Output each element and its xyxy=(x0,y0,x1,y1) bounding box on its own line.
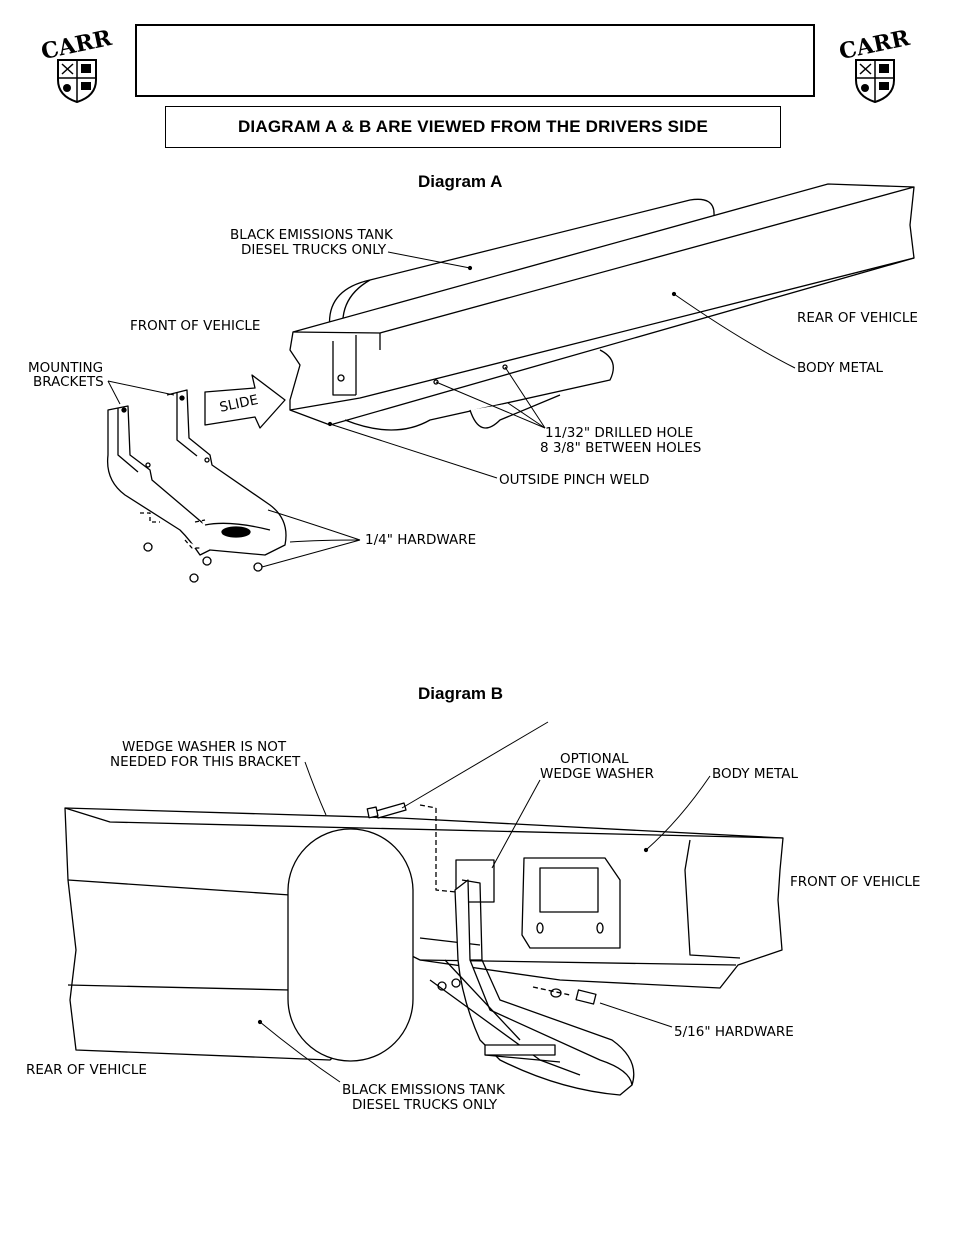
hardware-nuts xyxy=(140,512,263,583)
label-diesel-only: DIESEL TRUCKS ONLY xyxy=(352,1097,498,1113)
label-emissions-tank: BLACK EMISSIONS TANK xyxy=(230,227,394,243)
label-hardware-quarter: 1/4" HARDWARE xyxy=(365,532,476,548)
mounting-plate xyxy=(521,857,621,949)
emissions-tank xyxy=(287,828,414,1062)
mounting-brackets xyxy=(106,389,287,556)
label-for-this-bracket: NEEDED FOR THIS BRACKET xyxy=(110,754,301,770)
mounting-bracket xyxy=(429,879,635,1096)
carr-crest-icon xyxy=(855,59,895,104)
label-hardware-five-sixteenths: 5/16" HARDWARE xyxy=(674,1024,794,1040)
label-brackets: BRACKETS xyxy=(33,374,104,390)
label-body-metal: BODY METAL xyxy=(712,766,798,782)
diagram-a-title: Diagram A xyxy=(418,172,503,191)
label-rear-of-vehicle: REAR OF VEHICLE xyxy=(797,310,918,326)
label-front-of-vehicle: FRONT OF VEHICLE xyxy=(790,874,920,890)
carr-logo-right: CARR xyxy=(834,25,916,106)
body-rail xyxy=(289,183,915,426)
diagram-a: BLACK EMISSIONS TANK DIESEL TRUCKS ONLY … xyxy=(28,183,918,583)
label-front-of-vehicle: FRONT OF VEHICLE xyxy=(130,318,260,334)
label-slide: SLIDE xyxy=(218,392,259,416)
diagram-b-title: Diagram B xyxy=(418,684,504,703)
label-wedge-washer: WEDGE WASHER xyxy=(540,766,654,782)
body-rail xyxy=(64,807,784,1061)
viewing-note-banner: DIAGRAM A & B ARE VIEWED FROM THE DRIVER… xyxy=(165,106,781,148)
label-pinch-weld: OUTSIDE PINCH WELD xyxy=(499,472,649,488)
label-wedge-not-needed: WEDGE WASHER IS NOT xyxy=(122,739,287,755)
label-between-holes: 8 3/8" BETWEEN HOLES xyxy=(540,440,701,456)
diagram-a-leaders xyxy=(107,251,796,568)
label-emissions-tank: BLACK EMISSIONS TANK xyxy=(342,1082,506,1098)
label-diesel-only: DIESEL TRUCKS ONLY xyxy=(241,242,387,258)
title-box xyxy=(135,24,815,97)
carr-logo-left: CARR xyxy=(36,25,118,106)
carr-crest-icon xyxy=(57,59,97,104)
label-drilled-hole: 11/32" DRILLED HOLE xyxy=(545,425,693,441)
label-rear-of-vehicle: REAR OF VEHICLE xyxy=(26,1062,147,1078)
label-mounting: MOUNTING xyxy=(28,360,103,376)
label-body-metal: BODY METAL xyxy=(797,360,883,376)
hardware-bolts xyxy=(366,802,597,1005)
label-optional: OPTIONAL xyxy=(560,751,629,767)
slide-arrow xyxy=(204,374,286,429)
diagram-b: WEDGE WASHER IS NOT NEEDED FOR THIS BRAC… xyxy=(26,721,920,1113)
diagram-b-leaders xyxy=(257,721,711,1083)
